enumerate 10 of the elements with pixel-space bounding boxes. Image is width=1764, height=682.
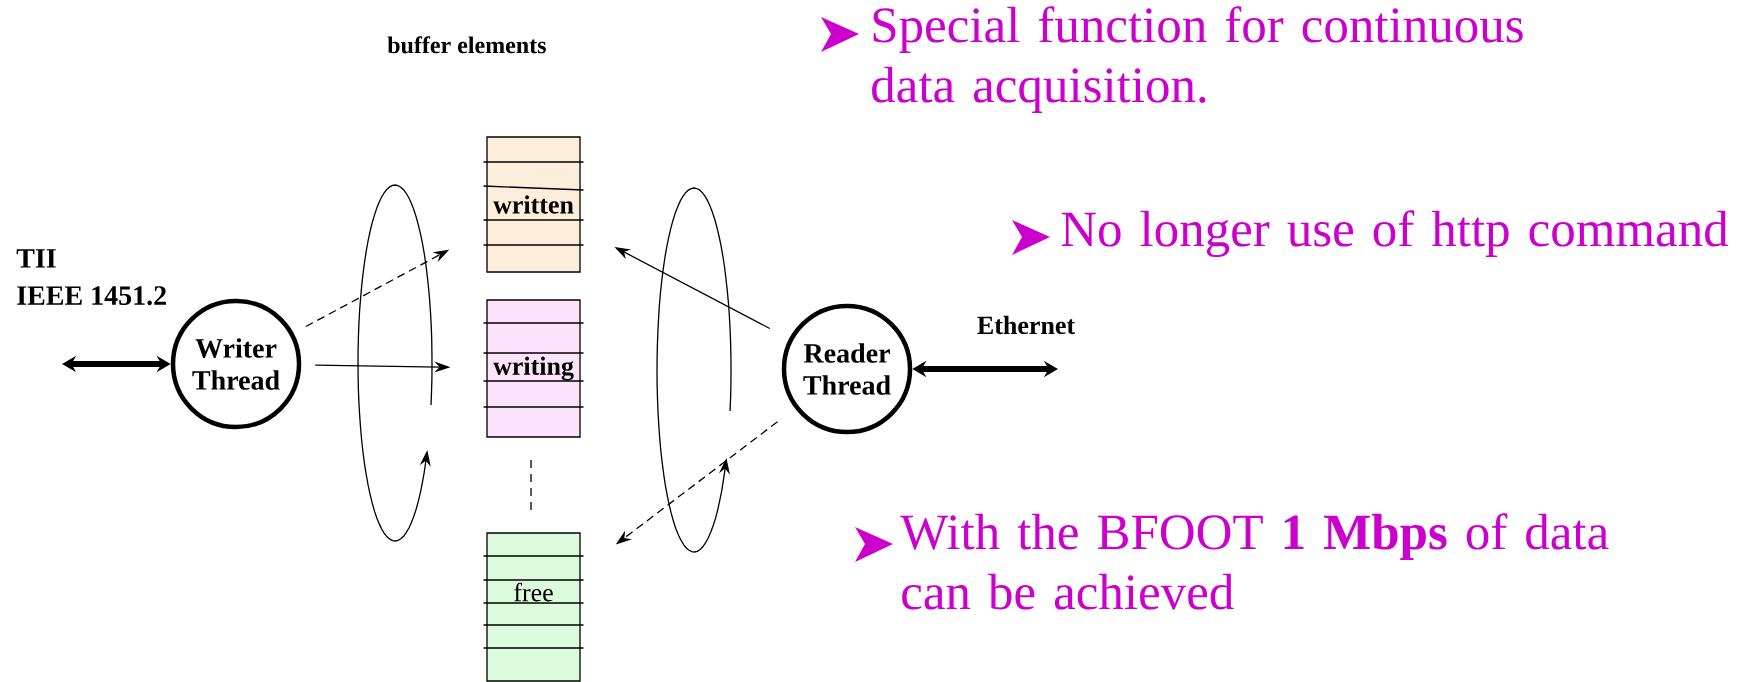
buffer-box: writing: [486, 299, 581, 438]
bullet-text: With the BFOOT 1 Mbps of data can be achieved: [900, 513, 1609, 610]
bullet-text: No longer use of http command: [1061, 210, 1729, 258]
edge-label: Ethernet: [977, 315, 1075, 335]
bullet-text: Special function for continuous data acquisition.: [872, 6, 1523, 113]
buffer-box: written: [486, 136, 581, 273]
interface-label: IEEE 1451.2: [17, 286, 166, 306]
buffer-box: free: [486, 532, 581, 682]
interface-label: TII: [16, 249, 56, 268]
heading-label: buffer elements: [387, 36, 546, 54]
